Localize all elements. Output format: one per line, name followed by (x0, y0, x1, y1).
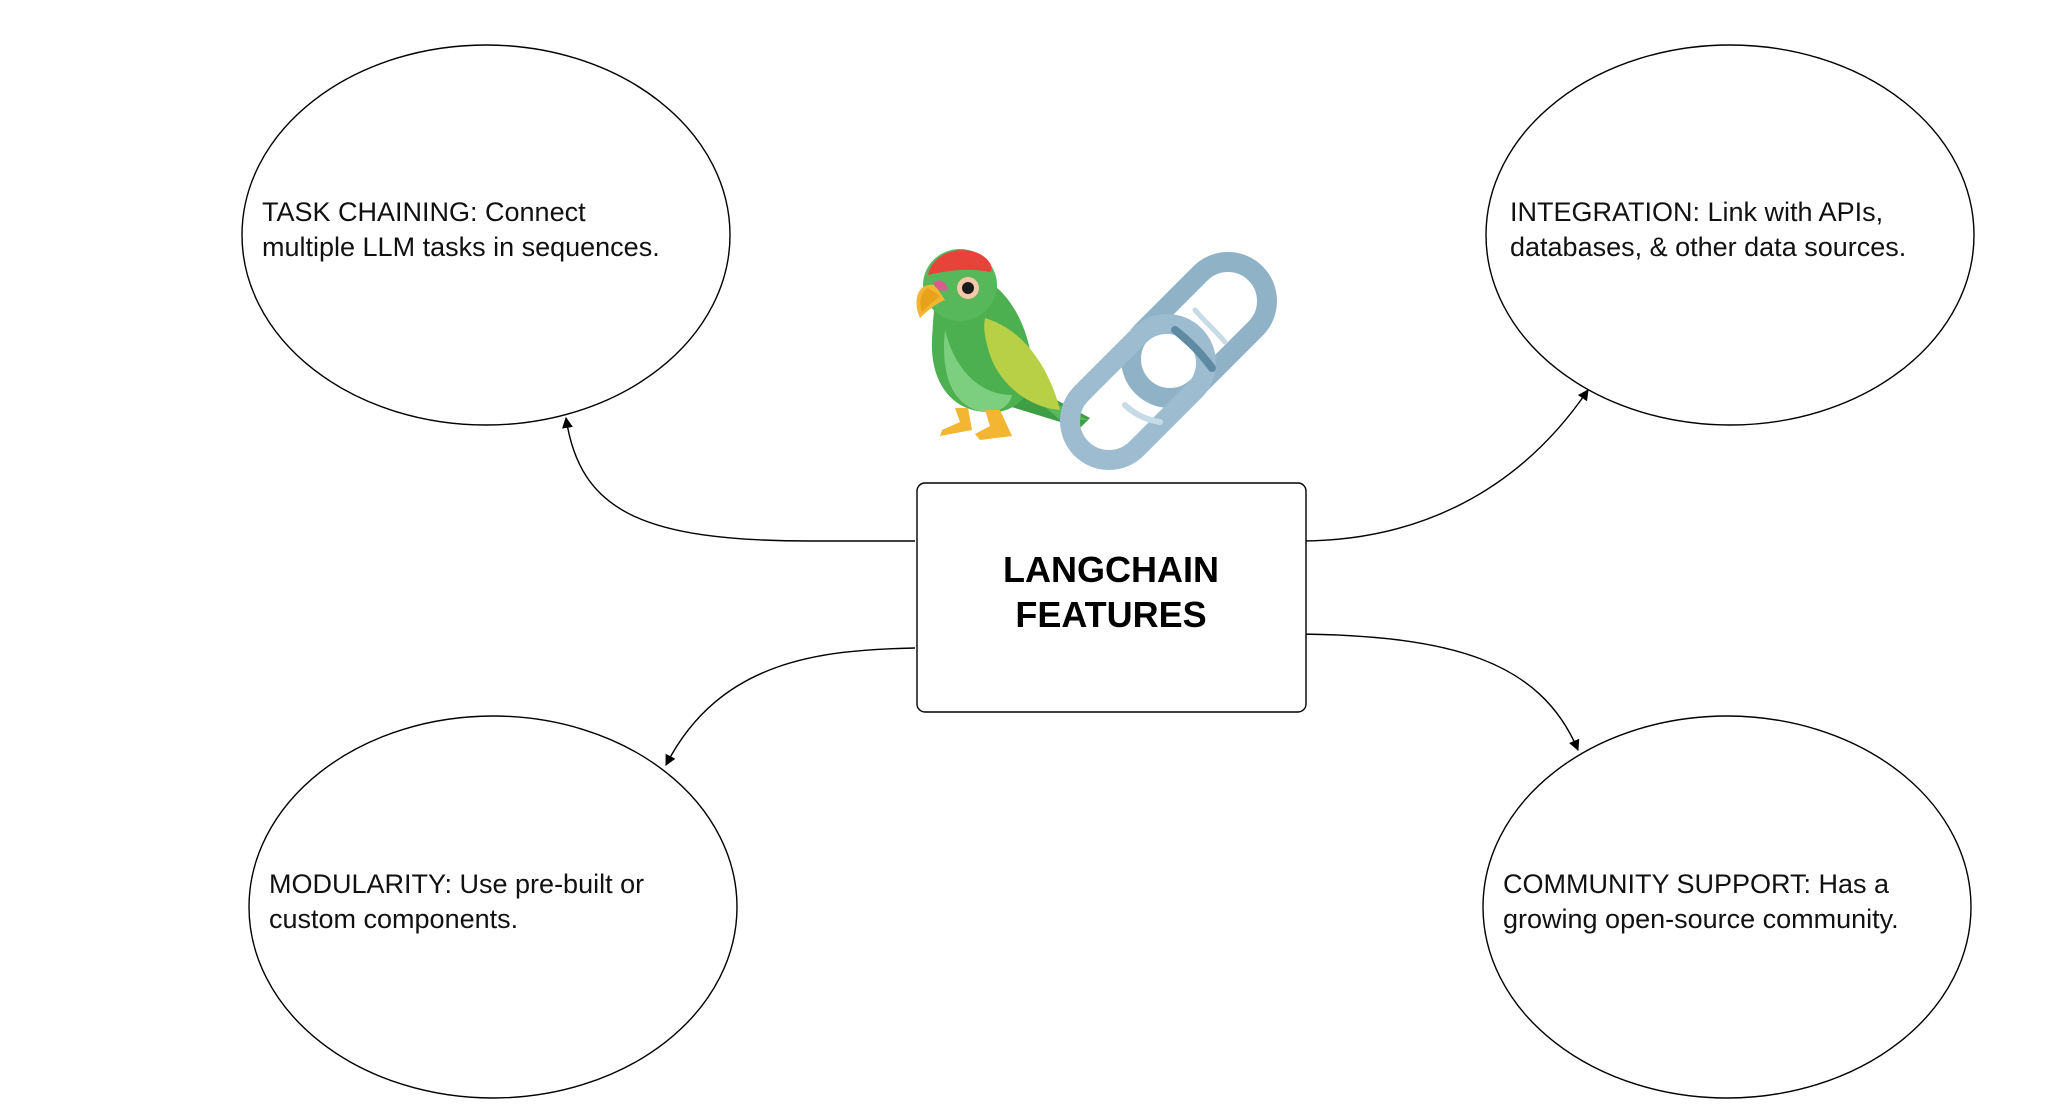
node-community-support-line2: growing open-source community. (1503, 904, 1899, 934)
node-integration: INTEGRATION: Link with APIs, databases, … (1485, 44, 1975, 426)
node-community-support: COMMUNITY SUPPORT: Has a growing open-so… (1482, 715, 1972, 1099)
node-integration-line2: databases, & other data sources. (1510, 232, 1906, 262)
node-community-support-line1: COMMUNITY SUPPORT: Has a (1503, 869, 1890, 899)
connector-to-community-support (1299, 633, 1580, 752)
node-integration-line1: INTEGRATION: Link with APIs, (1510, 197, 1883, 227)
connector-to-task-chaining (562, 416, 915, 542)
node-modularity-line2: custom components. (269, 904, 518, 934)
node-task-chaining-line1: TASK CHAINING: Connect (262, 197, 586, 227)
node-modularity-line1: MODULARITY: Use pre-built or (269, 869, 644, 899)
center-title-line1: LANGCHAIN (1003, 549, 1219, 590)
connector-to-modularity (665, 647, 916, 766)
chain-link-icon (1060, 252, 1277, 470)
center-title-line2: FEATURES (1015, 594, 1206, 635)
node-task-chaining: TASK CHAINING: Connect multiple LLM task… (241, 44, 731, 426)
node-task-chaining-line2: multiple LLM tasks in sequences. (262, 232, 660, 262)
connector-to-integration (1299, 389, 1589, 542)
node-modularity: MODULARITY: Use pre-built or custom comp… (248, 715, 738, 1099)
parrot-icon (916, 249, 1090, 440)
center-node: LANGCHAIN FEATURES (916, 482, 1307, 713)
